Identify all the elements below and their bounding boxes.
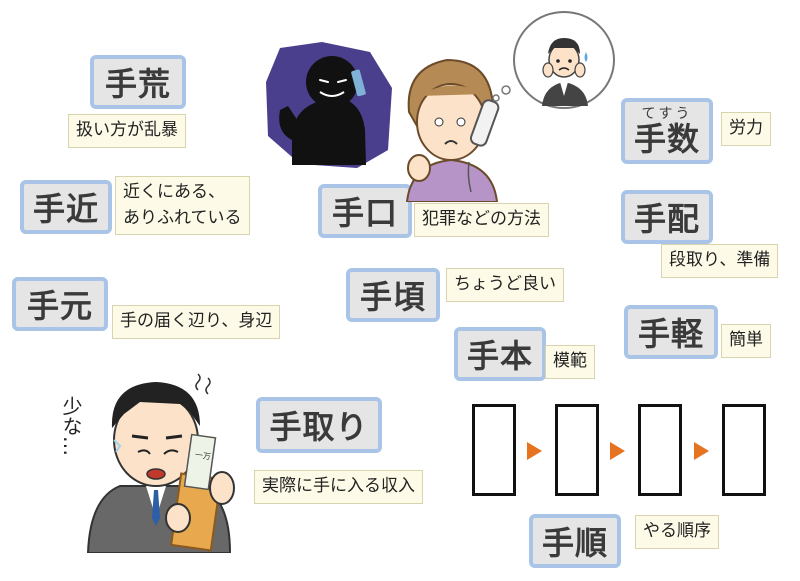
man-exclamation: 少な… <box>59 396 83 456</box>
sequence-step-1 <box>472 404 516 496</box>
definition-tejika-line2: ありふれている <box>123 207 242 228</box>
definition-teguchi: 犯罪などの方法 <box>414 203 549 237</box>
term-tegaru: 手軽 <box>624 305 718 359</box>
definition-tehai: 段取り、準備 <box>661 244 779 278</box>
definition-tejika-line1: 近くにある、 <box>123 182 225 202</box>
elderly-woman-phone-icon <box>405 58 500 202</box>
definition-tearai: 扱い方が乱暴 <box>68 114 186 148</box>
definition-temoto: 手の届く辺り、身辺 <box>112 305 281 339</box>
criminal-silhouette-icon <box>266 42 392 168</box>
term-teguchi: 手口 <box>318 184 412 238</box>
sequence-step-3 <box>638 404 682 496</box>
term-temoto: 手元 <box>12 277 108 331</box>
term-tearai: 手荒 <box>90 55 186 109</box>
definition-tejun: やる順序 <box>635 515 719 549</box>
definition-tegoro: ちょうど良い <box>446 268 564 302</box>
term-tegoro: 手頃 <box>346 268 440 322</box>
term-tesuu: てすう 手数 <box>621 98 713 164</box>
term-tehai: 手配 <box>621 190 713 244</box>
sequence-step-2 <box>555 404 599 496</box>
term-tejun: 手順 <box>529 514 621 568</box>
definition-tesuu: 労力 <box>721 112 771 146</box>
sequence-arrow-2 <box>610 442 625 460</box>
definition-tehon: 模範 <box>545 345 595 379</box>
definition-tedori: 実際に手に入る収入 <box>254 470 423 504</box>
term-tejika: 手近 <box>20 180 112 234</box>
sequence-arrow-3 <box>694 442 709 460</box>
sequence-step-4 <box>722 404 766 496</box>
definition-tejika: 近くにある、 ありふれている <box>115 176 250 235</box>
term-tesuu-kanji: 手数 <box>633 120 700 158</box>
term-tesuu-reading: てすう <box>641 106 693 122</box>
envelope-note-label: 一万 <box>194 450 211 461</box>
definition-tegaru: 簡単 <box>721 324 771 358</box>
worried-son-thought-bubble-icon <box>492 11 615 109</box>
term-tedori: 手取り <box>256 397 382 453</box>
sequence-arrow-1 <box>527 442 542 460</box>
businessman-salary-envelope-icon: 一万 <box>86 373 235 553</box>
term-tehon: 手本 <box>454 327 546 381</box>
